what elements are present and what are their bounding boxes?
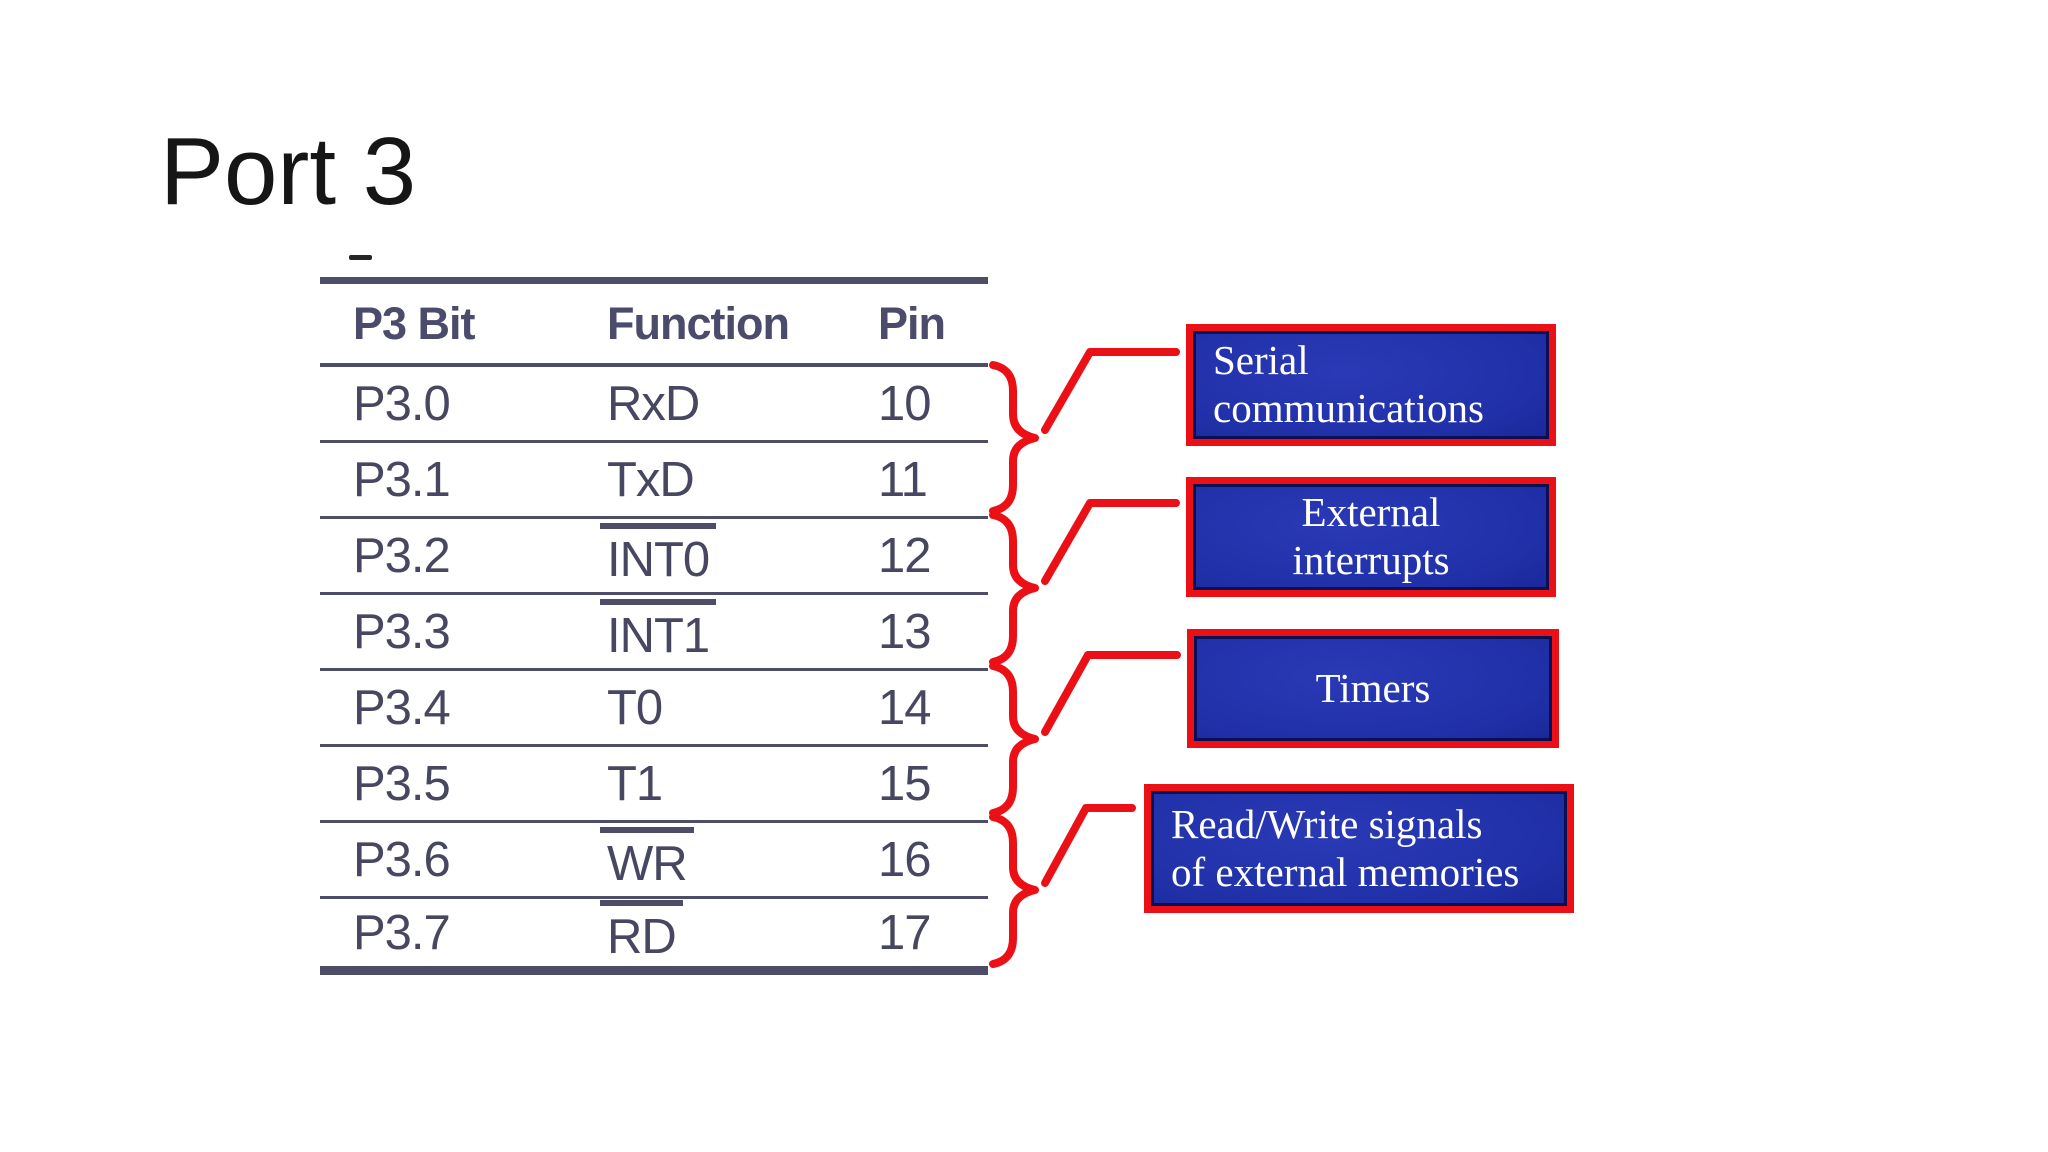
bit-cell: P3.0 — [353, 376, 451, 431]
function-cell: TxD — [607, 452, 878, 508]
callout-timers: Timers — [1187, 629, 1559, 748]
pointer-line — [1041, 651, 1181, 736]
pin-cell: 10 — [878, 376, 932, 431]
function-cell: INT1 — [600, 599, 878, 664]
function-text: TxD — [607, 452, 695, 507]
table-row: P3.2 INT0 12 — [320, 519, 988, 595]
bit-cell: P3.3 — [353, 604, 451, 659]
table-row: P3.6 WR 16 — [320, 823, 988, 899]
curly-brace-icon — [989, 813, 1039, 968]
pin-cell: 16 — [878, 832, 932, 887]
table-row: P3.5 T1 15 — [320, 747, 988, 823]
function-cell: RxD — [607, 376, 878, 432]
function-text-active-low: RD — [600, 900, 683, 965]
function-text: T1 — [607, 756, 663, 811]
callout-text-line: of external memories — [1171, 848, 1520, 895]
bit-cell: P3.5 — [353, 756, 451, 811]
curly-brace-icon — [989, 511, 1039, 666]
callout-text-line: communications — [1213, 385, 1485, 431]
curly-brace-icon — [989, 662, 1039, 817]
bit-cell: P3.7 — [353, 905, 451, 960]
bit-cell: P3.4 — [353, 680, 451, 735]
header-function: Function — [607, 297, 790, 349]
callout-text-line: Serial — [1213, 337, 1309, 384]
curly-brace-icon — [989, 361, 1039, 515]
function-text-active-low: INT1 — [600, 599, 717, 664]
function-text-active-low: WR — [600, 827, 694, 892]
function-text: RxD — [607, 376, 700, 431]
bit-cell: P3.6 — [353, 832, 451, 887]
pin-cell: 17 — [878, 905, 932, 960]
header-p3-bit: P3 Bit — [353, 297, 476, 349]
decorative-dash — [349, 255, 372, 260]
function-cell: T1 — [607, 756, 878, 812]
pin-cell: 12 — [878, 528, 932, 583]
callout-serial-communications: Serial communications — [1186, 324, 1556, 446]
pin-cell: 13 — [878, 604, 932, 659]
table-row: P3.0 RxD 10 — [320, 367, 988, 443]
function-text: T0 — [607, 680, 663, 735]
function-cell: T0 — [607, 680, 878, 736]
brace-group-read-write — [989, 804, 1136, 968]
callout-text-line: Timers — [1315, 664, 1431, 711]
function-cell: INT0 — [600, 523, 878, 588]
function-text-active-low: INT0 — [600, 523, 717, 588]
table-row: P3.1 TxD 11 — [320, 443, 988, 519]
callout-external-interrupts: External interrupts — [1186, 477, 1556, 597]
port3-pin-table: P3 Bit Function Pin P3.0 RxD 10 P3.1 TxD… — [320, 277, 988, 975]
callout-text-line: interrupts — [1292, 537, 1450, 583]
callout-read-write-signals: Read/Write signals of external memories — [1144, 784, 1574, 913]
callout-text-line: Read/Write signals — [1171, 800, 1483, 847]
table-row: P3.7 RD 17 — [320, 899, 988, 975]
pin-cell: 15 — [878, 756, 932, 811]
brace-group-external-interrupts — [989, 499, 1180, 666]
bit-cell: P3.2 — [353, 528, 451, 583]
table-row: P3.3 INT1 13 — [320, 595, 988, 671]
table-header-row: P3 Bit Function Pin — [320, 284, 988, 367]
pointer-line — [1041, 804, 1136, 887]
table-body: P3.0 RxD 10 P3.1 TxD 11 P3.2 INT0 12 P3.… — [320, 367, 988, 975]
function-cell: WR — [600, 827, 878, 892]
pin-cell: 14 — [878, 680, 932, 735]
header-pin: Pin — [878, 297, 946, 349]
callout-text-line: External — [1301, 489, 1441, 536]
page-title: Port 3 — [160, 118, 417, 225]
pointer-line — [1041, 348, 1180, 434]
table-row: P3.4 T0 14 — [320, 671, 988, 747]
bit-cell: P3.1 — [353, 452, 451, 507]
pin-cell: 11 — [878, 452, 928, 507]
function-cell: RD — [600, 900, 878, 965]
brace-group-serial — [989, 348, 1180, 515]
pointer-line — [1041, 499, 1180, 585]
